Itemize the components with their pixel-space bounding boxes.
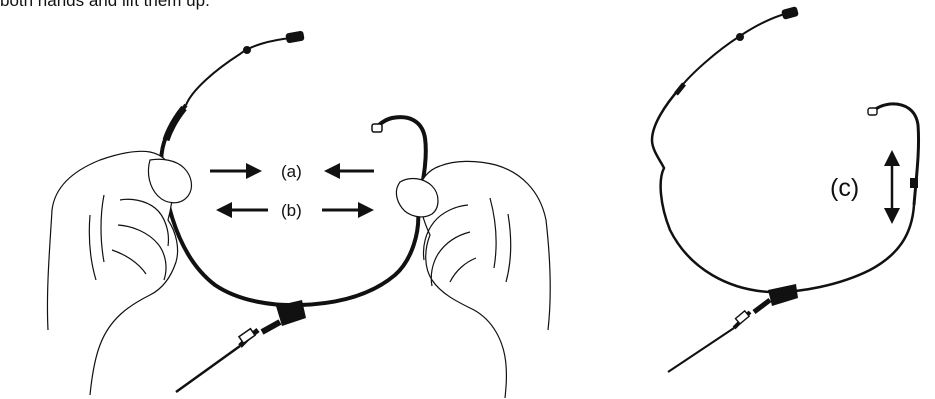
right-headband-sleeve: [674, 82, 686, 96]
arrow-b-right: [322, 202, 374, 218]
left-cable: [175, 344, 241, 394]
left-headband-sleeve: [162, 105, 187, 142]
right-headband: [650, 87, 916, 294]
right-plug-ring: [734, 309, 751, 325]
label-b: (b): [281, 201, 302, 220]
right-hand: [395, 160, 551, 399]
left-wire-bead: [243, 46, 251, 54]
right-ear-hook-inner: [891, 109, 915, 199]
right-connector-neck: [752, 298, 772, 314]
left-upper-wire: [185, 37, 293, 106]
right-adjust-slider: [910, 178, 918, 188]
right-wire-bead: [736, 33, 744, 41]
right-cable: [667, 327, 735, 373]
left-connector-neck: [260, 319, 282, 335]
label-c: (c): [830, 174, 859, 202]
left-ear-hook-tip: [371, 123, 383, 133]
arrow-a-right: [210, 163, 262, 179]
right-illustration: (c): [650, 6, 921, 373]
left-plug-ring: [237, 327, 257, 345]
right-connector-block: [768, 284, 798, 306]
arrow-a-left: [324, 163, 374, 179]
left-ear-hook: [373, 115, 428, 211]
right-upper-wire: [679, 12, 789, 89]
left-mic-capsule: [285, 30, 305, 44]
instruction-caption: both hands and lift them up.: [0, 0, 210, 10]
right-ear-hook-tip: [867, 107, 878, 116]
left-hand: [46, 150, 193, 396]
left-connector-block: [276, 300, 306, 326]
left-illustration: (a) (b): [46, 30, 551, 399]
arrow-c-vertical: [884, 150, 900, 224]
arrow-b-left: [216, 202, 268, 218]
right-mic-capsule: [781, 6, 799, 20]
label-a: (a): [281, 162, 302, 181]
right-ear-hook: [870, 102, 921, 206]
